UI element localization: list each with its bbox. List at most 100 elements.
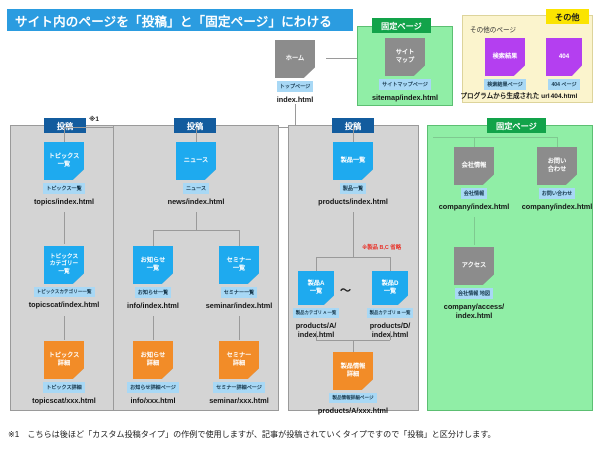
seminar-list-page-shape: セミナー 一覧 [219, 246, 259, 284]
node-product-d-list[interactable]: 製品D 一覧 製品カテゴリ B 一覧 products/D/ index.htm… [365, 271, 415, 339]
topics-list-page-shape: トピックス 一覧 [44, 142, 84, 180]
node-topics-detail[interactable]: トピックス 詳細 トピックス詳細 topicscat/xxx.html [32, 341, 96, 405]
connector-col4-to-company [474, 137, 475, 147]
connector-topics-to-cat [64, 212, 65, 244]
seminar-list-caption: セミナー一覧 [220, 287, 258, 298]
connector-products-branch [316, 257, 390, 258]
node-contact[interactable]: お問い 合わせ お問い合わせ company/index.html [522, 147, 592, 211]
topics-detail-page-shape: トピックス 詳細 [44, 341, 84, 379]
range-tilde: ～ [340, 285, 351, 297]
topics-detail-caption: トピックス詳細 [43, 382, 85, 393]
sitemap-url: sitemap/index.html [371, 92, 439, 102]
connector-news-to-info [153, 230, 154, 246]
note1-marker: ※1 [89, 116, 99, 123]
product-detail-label: 製品情報 詳細 [340, 362, 366, 378]
info-detail-url: info/xxx.html [130, 395, 176, 405]
connector-merge-to-detail [353, 340, 354, 352]
connector-col4-to-contact [557, 137, 558, 147]
group-tag-column-4: 固定ページ [487, 118, 546, 133]
product-detail-caption: 製品情報詳細ページ [329, 393, 377, 403]
seminar-detail-page-shape: セミナー 詳細 [219, 341, 259, 379]
page-fold-corner-icon [72, 368, 84, 379]
home-caption: トップページ [276, 81, 314, 92]
products-list-page-shape: 製品一覧 [333, 142, 373, 180]
node-product-a-list[interactable]: 製品A 一覧 製品カテゴリ A 一覧 products/A/ index.htm… [291, 271, 341, 339]
node-info-list[interactable]: お知らせ 一覧 お知らせ一覧 info/index.html [122, 246, 184, 310]
node-news-list[interactable]: ニュース ニュース news/index.html [165, 142, 227, 206]
connector-home-sitemap [326, 58, 370, 59]
connector-info-to-detail [153, 316, 154, 340]
topics-detail-url: topicscat/xxx.html [32, 395, 96, 405]
node-seminar-list[interactable]: セミナー 一覧 セミナー一覧 seminar/index.html [206, 246, 272, 310]
node-info-detail[interactable]: お知らせ 詳細 お知らせ詳細ページ info/xxx.html [122, 341, 184, 405]
contact-caption: お問い合わせ [538, 188, 576, 199]
connector-news-branch [153, 230, 239, 231]
page-fold-corner-icon [161, 368, 173, 379]
home-page-shape: ホーム [275, 40, 315, 78]
contact-label: お問い 合わせ [547, 157, 567, 173]
group-tag-column-3: 投稿 [332, 118, 374, 133]
connector-home-trunk [295, 104, 296, 127]
node-seminar-detail[interactable]: セミナー 詳細 セミナー詳細ページ seminar/xxx.html [208, 341, 270, 405]
company-info-page-shape: 会社情報 [454, 147, 494, 185]
connector-products-to-d [390, 257, 391, 271]
company-info-label: 会社情報 [461, 161, 487, 169]
page-fold-corner-icon [361, 379, 373, 390]
access-page-shape: アクセス [454, 247, 494, 285]
connector-products-to-a [316, 257, 317, 271]
connector-news-to-seminar [239, 230, 240, 246]
company-info-url: company/index.html [438, 201, 510, 211]
page-fold-corner-icon [565, 174, 577, 185]
node-home[interactable]: ホーム トップページ index.html [264, 40, 326, 104]
notfound-url: 404.html [550, 92, 578, 100]
info-list-url: info/index.html [127, 300, 179, 310]
topics-category-caption: トピックスカテゴリー一覧 [33, 287, 95, 297]
product-a-caption: 製品カテゴリ A 一覧 [292, 308, 340, 318]
node-product-detail[interactable]: 製品情報 詳細 製品情報詳細ページ products/A/xxx.html [318, 352, 388, 415]
topics-category-label: トピックス カテゴリー 一覧 [49, 253, 79, 275]
node-sitemap[interactable]: サイト マップ サイトマップページ sitemap/index.html [372, 38, 438, 102]
info-detail-caption: お知らせ詳細ページ [127, 382, 179, 393]
page-fold-corner-icon [204, 169, 216, 180]
node-access[interactable]: アクセス 会社情報 地図 company/access/ index.html [443, 247, 505, 320]
search-result-label: 検索結果 [492, 52, 518, 60]
group-tag-column-2: 投稿 [174, 118, 216, 133]
node-company-info[interactable]: 会社情報 会社情報 company/index.html [439, 147, 509, 211]
node-topics-category-list[interactable]: トピックス カテゴリー 一覧 トピックスカテゴリー一覧 topicscat/in… [29, 246, 99, 309]
home-url: index.html [276, 94, 314, 104]
info-detail-page-shape: お知らせ 詳細 [133, 341, 173, 379]
product-d-page-shape: 製品D 一覧 [372, 271, 408, 305]
product-detail-page-shape: 製品情報 詳細 [333, 352, 373, 390]
page-fold-corner-icon [72, 169, 84, 180]
connector-products-stem [353, 212, 354, 244]
info-list-page-shape: お知らせ 一覧 [133, 246, 173, 284]
group-tag-other: その他 [546, 9, 589, 24]
page-fold-corner-icon [513, 65, 525, 76]
search-result-page-shape: 検索結果 [485, 38, 525, 76]
page-fold-corner-icon [161, 273, 173, 284]
seminar-list-url: seminar/index.html [205, 300, 273, 310]
group-tag-sitemap: 固定ページ [372, 18, 431, 33]
access-label: アクセス [461, 261, 487, 269]
contact-page-shape: お問い 合わせ [537, 147, 577, 185]
sitemap-label: サイト マップ [395, 48, 415, 64]
topics-list-caption: トピックス一覧 [43, 183, 85, 194]
node-404[interactable]: 404 404 ページ 404.html [540, 38, 588, 101]
product-d-label: 製品D 一覧 [381, 279, 399, 295]
node-search-result[interactable]: 検索結果 検索結果ページ プログラムから生成された url [460, 38, 550, 101]
notfound-caption: 404 ページ [548, 79, 580, 90]
page-fold-corner-icon [413, 65, 425, 76]
node-topics-list[interactable]: トピックス 一覧 トピックス一覧 topics/index.html [33, 142, 95, 206]
page-fold-corner-icon [303, 67, 315, 78]
topics-category-page-shape: トピックス カテゴリー 一覧 [44, 246, 84, 284]
page-fold-corner-icon [482, 174, 494, 185]
info-detail-label: お知らせ 詳細 [140, 351, 166, 367]
connector-seminar-to-detail [239, 316, 240, 340]
node-products-list[interactable]: 製品一覧 製品一覧 products/index.html [318, 142, 388, 206]
page-fold-corner-icon [397, 295, 408, 305]
connector-products-stem2 [353, 244, 354, 257]
topics-category-url: topicscat/index.html [28, 299, 100, 309]
page-fold-corner-icon [247, 368, 259, 379]
notfound-page-shape: 404 [546, 38, 582, 76]
company-info-caption: 会社情報 [460, 188, 488, 199]
